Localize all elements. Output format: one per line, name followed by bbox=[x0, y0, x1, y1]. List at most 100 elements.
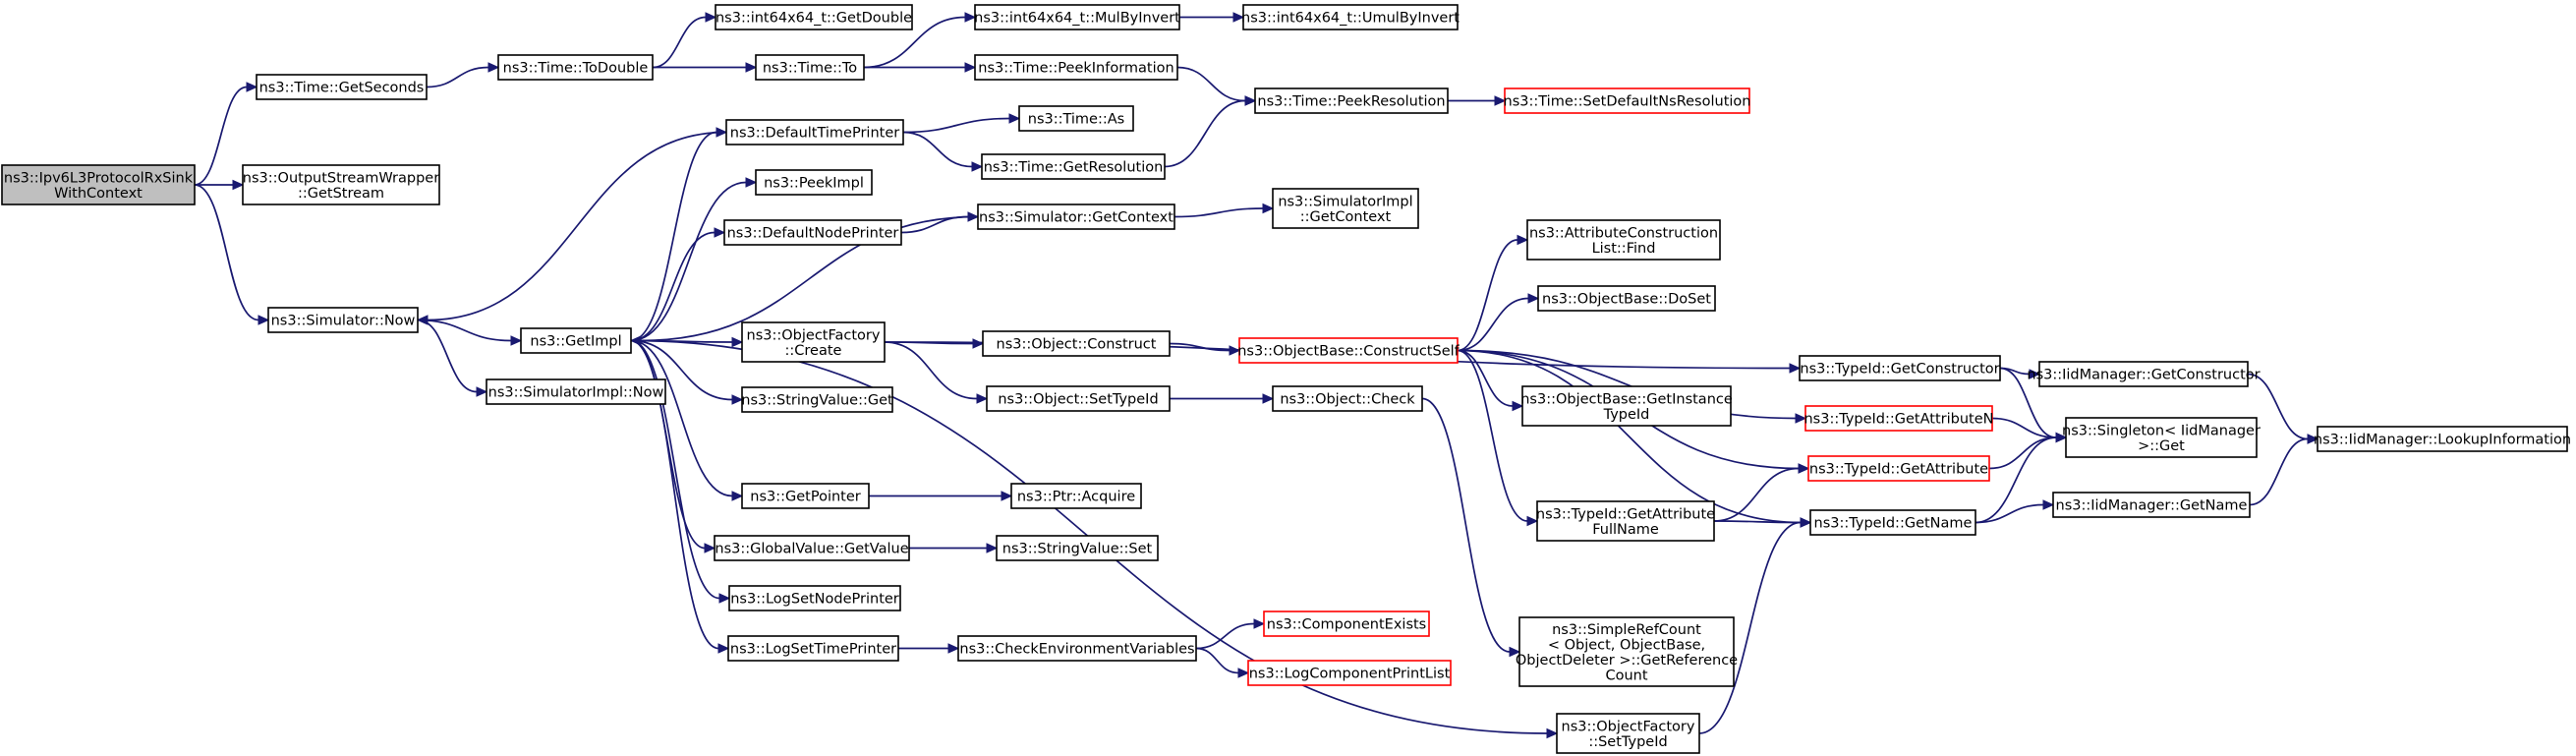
node-doSet[interactable]: ns3::ObjectBase::DoSet bbox=[1537, 285, 1716, 312]
node-typeIdGetAttr[interactable]: ns3::TypeId::GetAttribute bbox=[1807, 455, 1990, 482]
node-mulByInvert[interactable]: ns3::int64x64_t::MulByInvert bbox=[974, 4, 1180, 30]
node-label: ns3::Object::SetTypeId bbox=[998, 392, 1158, 408]
node-logSetNodePrinter[interactable]: ns3::LogSetNodePrinter bbox=[728, 585, 901, 611]
node-ptrAcquire[interactable]: ns3::Ptr::Acquire bbox=[1010, 483, 1142, 509]
arrowhead-icon bbox=[972, 338, 985, 349]
arrowhead-icon bbox=[1526, 515, 1539, 527]
node-stringValueSet[interactable]: ns3::StringValue::Set bbox=[996, 535, 1159, 561]
edge-line bbox=[630, 339, 733, 497]
node-typeIdGetConstructor[interactable]: ns3::TypeId::GetConstructor bbox=[1799, 355, 2001, 381]
node-objConstruct[interactable]: ns3::Object::Construct bbox=[982, 330, 1171, 357]
arrowhead-icon bbox=[2055, 432, 2068, 443]
node-label: ns3::TypeId::GetAttributeN bbox=[1803, 412, 1993, 428]
node-box bbox=[256, 74, 428, 100]
node-label: ns3::ObjectFactory bbox=[1562, 719, 1695, 734]
node-getSeconds[interactable]: ns3::Time::GetSeconds bbox=[256, 74, 428, 100]
node-toDouble[interactable]: ns3::Time::ToDouble bbox=[497, 54, 654, 81]
node-simImplGetContext[interactable]: ns3::SimulatorImpl::GetContext bbox=[1272, 188, 1419, 229]
node-simImplNow[interactable]: ns3::SimulatorImpl::Now bbox=[486, 378, 666, 405]
edge-getImpl-to-defNodePrinter bbox=[630, 227, 726, 342]
node-box bbox=[1521, 385, 1732, 427]
edge-line bbox=[652, 16, 707, 69]
node-globalGetValue[interactable]: ns3::GlobalValue::GetValue bbox=[714, 535, 910, 561]
arrowhead-icon bbox=[1229, 345, 1241, 356]
node-peekInfo[interactable]: ns3::Time::PeekInformation bbox=[974, 54, 1178, 81]
node-simNow[interactable]: ns3::Simulator::Now bbox=[267, 307, 419, 333]
node-setDefRes[interactable]: ns3::Time::SetDefaultNsResolution bbox=[1504, 87, 1751, 114]
node-iidGetName[interactable]: ns3::IidManager::GetName bbox=[2052, 492, 2251, 518]
edge-line bbox=[640, 215, 979, 342]
node-label: ns3::SimulatorImpl::Now bbox=[488, 385, 664, 401]
node-getDouble[interactable]: ns3::int64x64_t::GetDouble bbox=[715, 4, 913, 30]
node-objFactoryCreate[interactable]: ns3::ObjectFactory::Create bbox=[741, 321, 886, 363]
node-simpleRefCount[interactable]: ns3::SimpleRefCount< Object, ObjectBase,… bbox=[1516, 616, 1738, 687]
node-objSetTypeId[interactable]: ns3::Object::SetTypeId bbox=[986, 385, 1171, 412]
arrowhead-icon bbox=[704, 543, 716, 553]
node-typeIdGetName[interactable]: ns3::TypeId::GetName bbox=[1809, 509, 1976, 536]
node-peekRes[interactable]: ns3::Time::PeekResolution bbox=[1254, 87, 1449, 114]
edge-simNow-to-simImplNow bbox=[417, 319, 488, 397]
node-singletonGet[interactable]: ns3::Singleton< IidManager >::Get bbox=[2062, 417, 2261, 458]
node-box bbox=[1272, 385, 1423, 412]
node-label: ObjectDeleter >::GetReference bbox=[1516, 653, 1738, 669]
node-peekImpl[interactable]: ns3::PeekImpl bbox=[755, 169, 873, 196]
node-label: ns3::ObjectFactory bbox=[747, 327, 881, 343]
node-box bbox=[715, 4, 913, 30]
edge-toDouble-to-getDouble bbox=[652, 12, 717, 69]
node-umulByInvert[interactable]: ns3::int64x64_t::UmulByInvert bbox=[1241, 4, 1460, 30]
edge-line bbox=[630, 339, 720, 600]
node-getImpl[interactable]: ns3::GetImpl bbox=[520, 327, 632, 354]
node-iidGetConstructor[interactable]: ns3::IidManager::GetConstructor bbox=[2027, 361, 2261, 387]
edge-line bbox=[2247, 373, 2309, 440]
node-objCheck[interactable]: ns3::Object::Check bbox=[1272, 385, 1423, 412]
edge-typeIdGetAttrFullName-to-typeIdGetAttr bbox=[1713, 463, 1810, 522]
node-box bbox=[1807, 455, 1990, 482]
node-simGetContext[interactable]: ns3::Simulator::GetContext bbox=[977, 204, 1175, 230]
node-checkEnv[interactable]: ns3::CheckEnvironmentVariables bbox=[957, 635, 1197, 662]
node-osw[interactable]: ns3::OutputStreamWrapper::GetStream bbox=[242, 164, 440, 205]
arrowhead-icon bbox=[714, 227, 726, 238]
edge-line bbox=[630, 181, 747, 342]
node-label: ns3::Ipv6L3ProtocolRxSink bbox=[4, 170, 194, 186]
node-label: ns3::PeekImpl bbox=[764, 176, 864, 192]
edge-objConstruct-to-constructSelf bbox=[1169, 342, 1241, 356]
node-box bbox=[714, 535, 910, 561]
node-compExists[interactable]: ns3::ComponentExists bbox=[1263, 611, 1430, 637]
edge-defTimePrinter-to-getRes bbox=[902, 131, 984, 172]
node-box bbox=[982, 330, 1171, 357]
node-constructSelf[interactable]: ns3::ObjectBase::ConstructSelf bbox=[1237, 337, 1460, 364]
node-box bbox=[996, 535, 1159, 561]
edge-constructSelf-to-doSet bbox=[1457, 293, 1540, 352]
edge-line bbox=[902, 117, 1010, 134]
node-logCompPrintList[interactable]: ns3::LogComponentPrintList bbox=[1247, 660, 1452, 686]
node-label: ns3::LogSetNodePrinter bbox=[730, 592, 899, 608]
node-defNodePrinter[interactable]: ns3::DefaultNodePrinter bbox=[723, 219, 902, 246]
arrowhead-icon bbox=[745, 62, 758, 73]
node-objFactorySetTypeId[interactable]: ns3::ObjectFactory::SetTypeId bbox=[1556, 713, 1700, 754]
node-timeAs[interactable]: ns3::Time::As bbox=[1018, 105, 1134, 132]
node-logSetTimePrinter[interactable]: ns3::LogSetTimePrinter bbox=[727, 635, 899, 662]
edge-line bbox=[630, 231, 716, 342]
edge-simNow-to-getImpl bbox=[417, 319, 523, 346]
node-iidLookup[interactable]: ns3::IidManager::LookupInformation bbox=[2314, 426, 2571, 452]
node-getPointer[interactable]: ns3::GetPointer bbox=[741, 483, 870, 509]
node-getRes[interactable]: ns3::Time::GetResolution bbox=[981, 153, 1166, 180]
node-defTimePrinter[interactable]: ns3::DefaultTimePrinter bbox=[725, 119, 904, 145]
node-typeIdGetAttrN[interactable]: ns3::TypeId::GetAttributeN bbox=[1803, 405, 1994, 432]
node-label: ns3::CheckEnvironmentVariables bbox=[959, 642, 1194, 658]
edge-objFactorySetTypeId-to-typeIdGetName bbox=[1698, 517, 1812, 734]
node-label: ns3::GetImpl bbox=[530, 334, 621, 350]
arrowhead-icon bbox=[476, 386, 488, 397]
edge-getImpl-to-peekImpl bbox=[630, 177, 758, 342]
arrowhead-icon bbox=[232, 179, 245, 191]
arrowhead-icon bbox=[258, 315, 270, 325]
edge-globalGetValue-to-stringValueSet bbox=[909, 543, 999, 553]
edge-constructSelf-to-getInstTypeId bbox=[1457, 349, 1524, 412]
arrowhead-icon bbox=[1008, 113, 1021, 124]
node-timeTo[interactable]: ns3::Time::To bbox=[755, 54, 865, 81]
node-stringValueGet[interactable]: ns3::StringValue::Get bbox=[741, 386, 893, 413]
